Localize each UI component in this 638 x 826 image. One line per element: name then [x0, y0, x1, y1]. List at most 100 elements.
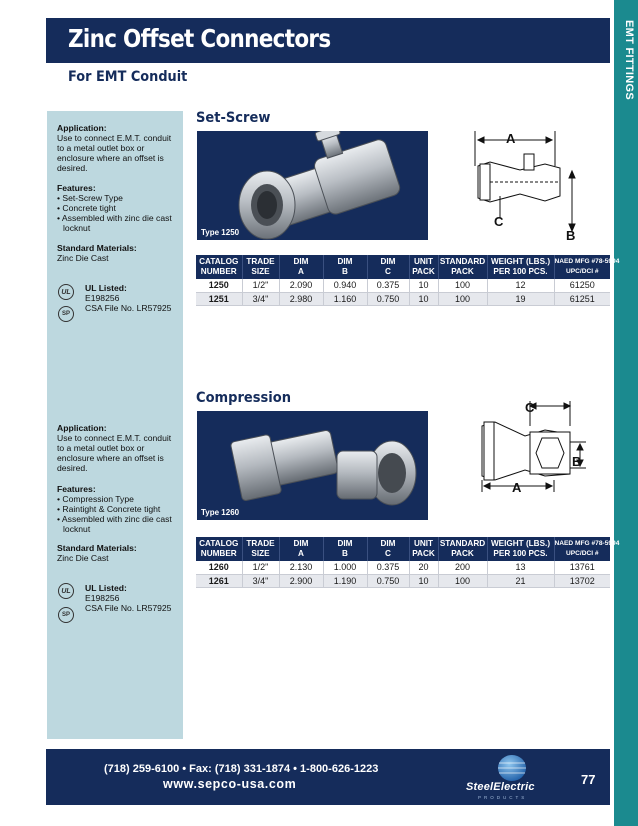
column-header-line: PACK [412, 549, 435, 558]
column-header-line: WEIGHT (LBS.) [490, 257, 551, 266]
table-cell: 10 [409, 574, 439, 588]
listing-heading: UL Listed: [85, 283, 127, 293]
application-text: desired. [57, 163, 88, 173]
materials-heading: Standard Materials: [57, 243, 137, 253]
table-cell: 2.130 [279, 561, 324, 575]
feature-item: • Raintight & Concrete tight [57, 504, 161, 514]
feature-item: • Compression Type [57, 494, 134, 504]
column-header-line: DIM [380, 539, 396, 548]
table-cell: 19 [487, 292, 555, 306]
table-cell: 100 [438, 279, 488, 293]
ul-listed-logo: UL [58, 583, 74, 599]
application-text: desired. [57, 463, 88, 473]
table-cell: 100 [438, 574, 488, 588]
table-cell: 1.190 [323, 574, 368, 588]
application-heading: Application: [57, 123, 107, 133]
column-header-line: SIZE [251, 549, 270, 558]
column-header-line: UNIT [413, 257, 434, 266]
table-cell: 2.980 [279, 292, 324, 306]
table-cell: 0.375 [367, 561, 410, 575]
feature-item: • Assembled with zinc die cast [57, 213, 172, 223]
column-header-line: PER 100 PCS. [493, 549, 548, 558]
column-header-line: UPC/DCI # [565, 550, 599, 557]
globe-icon [498, 755, 526, 781]
dim-a-label: A [512, 480, 522, 495]
column-header-line: STANDARD [439, 539, 486, 548]
brand-logo-subtext: PRODUCTS [478, 795, 528, 800]
column-header-line: UNIT [413, 539, 434, 548]
page-title: Zinc Offset Connectors [68, 24, 331, 53]
footer-website[interactable]: www.sepco-usa.com [163, 777, 297, 791]
column-header-line: PACK [412, 267, 435, 276]
listing-text: E198256 [85, 293, 120, 303]
dimension-diagram-set-screw: A C B [474, 131, 576, 240]
photo-caption: Type 1250 [201, 228, 240, 237]
table-cell: 2.090 [279, 279, 324, 293]
info-sidebar [47, 111, 183, 739]
materials-text: Zinc Die Cast [57, 553, 109, 563]
application-text: to a metal outlet box or [57, 143, 145, 153]
dim-c-label: C [494, 214, 504, 229]
table-cell: 0.750 [367, 292, 410, 306]
title-bar [46, 18, 610, 63]
column-header-line: PACK [451, 549, 474, 558]
connector-illustration [238, 131, 401, 240]
table-cell: 200 [438, 561, 488, 575]
column-header-line: DIM [293, 257, 309, 266]
column-header-line: DIM [337, 539, 353, 548]
features-heading: Features: [57, 183, 96, 193]
column-header: WEIGHT (LBS.)PER 100 PCS. [487, 537, 555, 561]
catalog-number-cell: 1260 [196, 561, 243, 575]
table-cell: 100 [438, 292, 488, 306]
application-text: enclosure where an offset is [57, 153, 164, 163]
column-header-line: DIM [337, 257, 353, 266]
listing-text: E198256 [85, 593, 120, 603]
ul-listed-logo: UL [58, 284, 74, 300]
column-header-line: CATALOG [199, 539, 239, 548]
column-header-line: B [342, 267, 348, 276]
section-title-compression: Compression [196, 390, 292, 406]
application-text: to a metal outlet box or [57, 443, 145, 453]
catalog-number-cell: 1250 [196, 279, 243, 293]
column-header-line: DIM [380, 257, 396, 266]
column-header-line: C [385, 267, 391, 276]
column-header: WEIGHT (LBS.)PER 100 PCS. [487, 255, 555, 279]
column-header-line: NUMBER [200, 267, 237, 276]
column-header-line: CATALOG [199, 257, 239, 266]
brand-logo-text: SteelElectric [466, 781, 535, 793]
table-cell: 13761 [554, 561, 610, 575]
dim-a-label: A [506, 131, 516, 146]
table-cell: 0.940 [323, 279, 368, 293]
table-cell: 3/4" [242, 292, 280, 306]
column-header-line: A [298, 549, 304, 558]
column-header-line: WEIGHT (LBS.) [490, 539, 551, 548]
side-tab [614, 0, 638, 826]
page-subtitle: For EMT Conduit [68, 69, 188, 85]
footer-phones: (718) 259-6100 • Fax: (718) 331-1874 • 1… [104, 763, 379, 775]
dim-b-label: B [572, 454, 581, 469]
dimension-diagram-compression: C B A [481, 400, 586, 495]
application-text: Use to connect E.M.T. conduit [57, 433, 172, 443]
feature-item: • Assembled with zinc die cast [57, 514, 172, 524]
csa-logo: SP [58, 306, 74, 322]
